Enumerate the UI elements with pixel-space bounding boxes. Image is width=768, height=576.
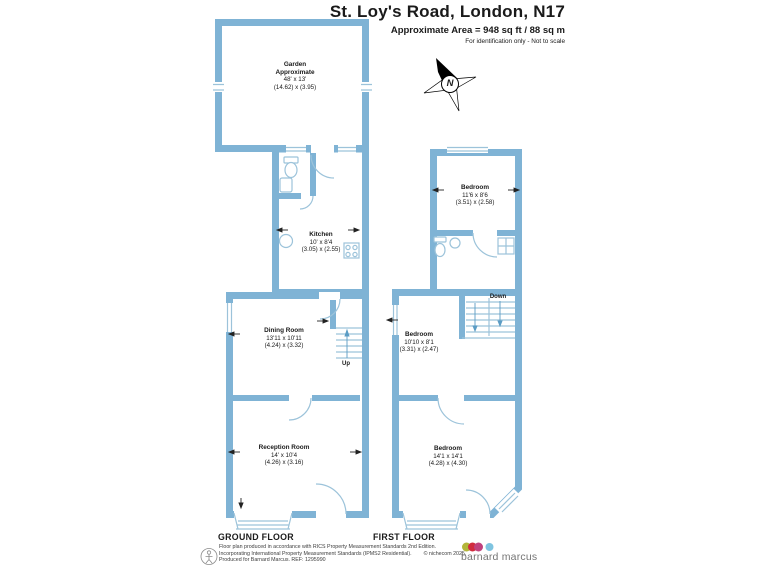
measurement-arrows xyxy=(227,187,521,510)
brand-dots-icon xyxy=(462,542,494,552)
stair-arrows xyxy=(344,301,503,358)
brand-logo: barnard marcus xyxy=(461,540,537,563)
first-floor-caption: FIRST FLOOR xyxy=(373,532,435,542)
brand-name: barnard marcus xyxy=(461,551,538,563)
room-qualifier: Approximate xyxy=(275,68,315,76)
toilet-bowl-icon xyxy=(284,161,298,179)
room-name: Bedroom xyxy=(404,331,434,338)
wall-shells xyxy=(215,19,522,518)
room-dims-metric: (4.28) x (4.30) xyxy=(428,460,468,468)
room-dims-imperial: 14'1 x 14'1 xyxy=(433,452,463,460)
footer-disclaimer: Floor plan produced in accordance with R… xyxy=(219,544,466,564)
door-arcs xyxy=(288,154,498,515)
ground-bay-window-icon xyxy=(233,512,293,530)
window-and-stair-lines xyxy=(213,83,519,530)
wc-door-arc xyxy=(299,195,314,210)
front-door-arc xyxy=(315,483,347,515)
kitchen-window-icon xyxy=(286,146,356,152)
room-label-bedroom-rear: Bedroom 11'6 x 8'6 (3.51) x (2.58) xyxy=(420,184,530,207)
interior-walls xyxy=(229,152,518,401)
compass-north-label: N xyxy=(446,78,454,89)
room-label-bedroom-front: Bedroom 14'1 x 14'1 (4.28) x (4.30) xyxy=(393,445,503,468)
room-dims-metric: (4.24) x (3.32) xyxy=(264,342,304,350)
room-dims-metric: (4.26) x (3.16) xyxy=(264,459,304,467)
bath-toilet-bowl-icon xyxy=(434,242,446,258)
room-name: Bedroom xyxy=(460,184,490,191)
room-label-kitchen: Kitchen 10' x 8'4 (3.05) x (2.55) xyxy=(266,231,376,254)
stairs-up-treads xyxy=(336,327,362,359)
room-name: Garden xyxy=(283,61,307,68)
reception-door-arc xyxy=(288,397,312,421)
header: St. Loy's Road, London, N17 Approximate … xyxy=(245,2,565,45)
room-name: Kitchen xyxy=(309,231,333,238)
stairs-up-label: Up xyxy=(342,361,350,367)
room-name: Reception Room xyxy=(258,444,310,451)
room-dims-metric: (3.31) x (2.47) xyxy=(399,346,439,354)
room-dims-metric: (3.05) x (2.55) xyxy=(301,246,341,254)
bathroom-door-arc xyxy=(472,232,498,258)
room-label-bedroom-middle: Bedroom 10'10 x 8'1 (3.31) x (2.47) xyxy=(364,331,474,354)
fixtures xyxy=(278,156,515,259)
room-name: Dining Room xyxy=(264,327,304,334)
room-dims-imperial: 14' x 10'4 xyxy=(270,451,298,459)
room-dims-imperial: 10'10 x 8'1 xyxy=(404,338,434,346)
footer-line-1: Floor plan produced in accordance with R… xyxy=(219,544,436,550)
compass-icon xyxy=(423,58,477,112)
first-bay-window-icon xyxy=(402,512,461,530)
stairs-down-label: Down xyxy=(489,294,507,300)
back-door-arc xyxy=(310,154,335,179)
bath-basin-icon xyxy=(449,237,461,249)
room-dims-metric: (14.62) x (3.95) xyxy=(273,83,317,91)
first-front-door-arc xyxy=(465,489,491,515)
dining-window-icon xyxy=(226,303,233,332)
bedroom-front-door-arc xyxy=(437,397,465,425)
room-label-reception-room: Reception Room 14' x 10'4 (4.26) x (3.16… xyxy=(229,444,339,467)
footer-copyright: © nichecom 2025. xyxy=(423,550,467,557)
page-title: St. Loy's Road, London, N17 xyxy=(329,2,565,21)
identification-disclaimer: For identification only - Not to scale xyxy=(465,38,565,45)
basin-icon xyxy=(279,177,293,193)
footer-line-2-text: Incorporating International Property Mea… xyxy=(219,550,412,557)
room-name: Bedroom xyxy=(433,445,463,452)
stairs-down-treads xyxy=(462,298,515,339)
kitchen-sink-icon xyxy=(278,233,294,249)
ground-floor-caption: GROUND FLOOR xyxy=(218,532,294,542)
approximate-area: Approximate Area = 948 sq ft / 88 sq m xyxy=(390,25,565,36)
room-dims-metric: (3.51) x (2.58) xyxy=(455,199,495,207)
room-label-garden: Garden Approximate 48' x 13' (14.62) x (… xyxy=(240,61,350,91)
footer-line-2: Incorporating International Property Mea… xyxy=(219,551,466,558)
nichecom-logo-icon xyxy=(200,548,218,565)
room-dims-imperial: 48' x 13' xyxy=(283,76,307,84)
footer-line-3: Produced for Barnard Marcus. REF: 129599… xyxy=(219,557,326,564)
garden-gate-marks xyxy=(213,83,372,91)
room-dims-imperial: 10' x 8'4 xyxy=(309,238,333,246)
corner-window-icon xyxy=(498,492,519,513)
room-dims-imperial: 11'6 x 8'6 xyxy=(462,191,488,199)
ground-floor-main-outline xyxy=(226,292,369,518)
bedroom-rear-window-icon xyxy=(447,146,488,152)
bath-toilet-icon xyxy=(433,236,447,243)
first-floor-rear-outline xyxy=(430,149,522,296)
room-label-dining-room: Dining Room 13'11 x 10'11 (4.24) x (3.32… xyxy=(229,327,339,350)
room-dims-imperial: 13'11 x 10'11 xyxy=(266,334,302,342)
